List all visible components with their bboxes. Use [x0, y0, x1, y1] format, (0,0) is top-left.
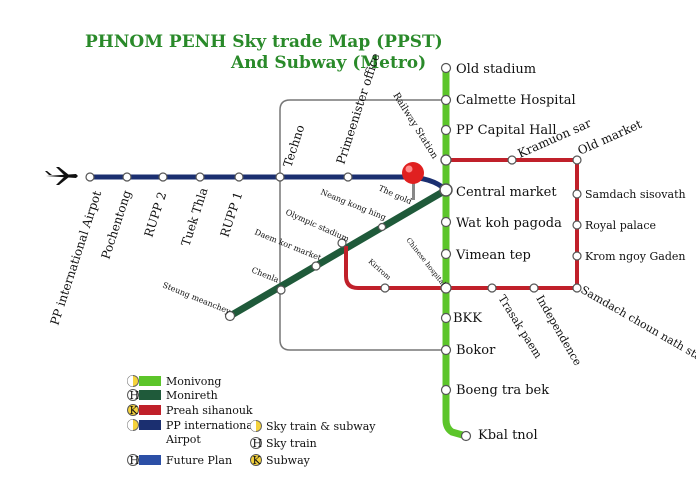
station-label: RUPP 2 [142, 190, 170, 239]
airplane-icon [45, 167, 78, 185]
station-label: PP Capital Hall [456, 123, 556, 138]
location-pin-icon [402, 162, 424, 200]
station-label: Central market [456, 185, 557, 200]
station-rupp-2[interactable]: RUPP 2 [142, 172, 170, 239]
station-label: Daem kor market [253, 228, 323, 263]
legend-marker-sky-train: H Sky train [250, 437, 317, 450]
station-label: RUPP 1 [218, 190, 246, 239]
legend-marker-letter: H [253, 437, 263, 450]
station-wat-koh-pagoda[interactable]: Wat koh pagoda [440, 216, 563, 231]
monivong-line [442, 64, 470, 440]
station-the-gold[interactable]: The gold [377, 184, 413, 207]
station-label: Calmette Hospital [456, 93, 576, 108]
legend-marker-letter: H [130, 389, 140, 402]
station-label: Chenla [250, 266, 280, 285]
station-label: Kirirom [367, 258, 393, 282]
station-bokor[interactable]: Bokor [440, 343, 497, 358]
station-pochentong[interactable]: Pochentong [99, 172, 135, 261]
station-kbal-tnol[interactable]: Kbal tnol [460, 428, 538, 443]
station-label: Bokor [456, 343, 496, 358]
legend-label-line-1: PP international [166, 419, 257, 432]
station-label: Steung meanchey [161, 281, 232, 317]
preah-sihanouk-line [344, 158, 579, 290]
station-boeng-tra-bek[interactable]: Boeng tra bek [440, 383, 550, 398]
legend-marker-label: Subway [266, 454, 311, 467]
grey-loop-route [279, 99, 446, 351]
station-pp-capital-hall[interactable]: PP Capital Hall [440, 123, 557, 138]
legend-item-monivong: Monivong [127, 375, 221, 388]
station-label: Boeng tra bek [456, 383, 549, 398]
station-bkk[interactable]: BKK [440, 311, 483, 326]
station-pp-international-airpot[interactable]: PP international Airpot [48, 172, 105, 327]
legend-label: Monivong [166, 375, 221, 388]
legend-label-line-2: Airpot [165, 433, 201, 446]
station-label: Independence [533, 293, 584, 368]
station-central-market[interactable]: Central market [439, 183, 557, 200]
station-label: BKK [453, 311, 482, 326]
station-samdach-sisovath[interactable]: Samdach sisovath [572, 188, 686, 201]
legend-label: Monireth [166, 389, 218, 402]
monireth-line [226, 186, 450, 320]
legend-item-preah-sihanouk: K Preah sihanouk [127, 404, 253, 417]
station-label: Krom ngoy Gaden [585, 250, 685, 263]
legend-marker-label: Sky train [266, 437, 317, 450]
station-label: Samdach choun nath state [579, 283, 696, 369]
station-label: Neang kong hing [319, 188, 387, 222]
station-label: Pochentong [99, 188, 135, 261]
station-daem-kor-market[interactable]: Daem kor market [253, 228, 323, 271]
map-title-line-1: PHNOM PENH Sky trade Map (PPST) [85, 32, 443, 52]
legend-label: PP international Airpot [165, 419, 260, 446]
station-neang-kong-hing[interactable]: Neang kong hing [319, 188, 387, 232]
station-old-stadium[interactable]: Old stadium [440, 62, 537, 77]
station-label: Wat koh pagoda [456, 216, 562, 231]
legend-label: Preah sihanouk [166, 404, 253, 417]
legend-item-future-plan: H Future Plan [127, 454, 232, 467]
station-trasak-paem[interactable]: Trasak paem [487, 283, 545, 361]
legend-item-monireth: H Monireth [127, 389, 218, 402]
legend-marker-label: Sky train & subway [266, 420, 376, 433]
station-label: Old stadium [456, 62, 536, 77]
station-tuek-thla[interactable]: Tuek Thla [179, 172, 211, 248]
station-krom-ngoy-gaden[interactable]: Krom ngoy Gaden [572, 250, 685, 263]
station-label: Techno [281, 123, 308, 169]
map-title-line-2: And Subway (Metro) [230, 53, 426, 73]
station-label: Tuek Thla [179, 186, 211, 248]
station-label: Samdach sisovath [585, 188, 686, 201]
legend-marker-letter: H [130, 454, 140, 467]
station-label: Olympic stadium [284, 208, 351, 244]
station-olympic-stadium[interactable]: Olympic stadium [284, 208, 351, 248]
station-label: The gold [377, 184, 413, 207]
station-vimean-tep[interactable]: Vimean tep [440, 248, 531, 263]
station-steung-meanchey[interactable]: Steung meanchey [161, 281, 236, 322]
station-rupp-1[interactable]: RUPP 1 [218, 172, 246, 239]
station-label: PP international Airpot [48, 189, 105, 327]
station-calmette-hospital[interactable]: Calmette Hospital [440, 93, 576, 108]
station-samdach-choun-nath-state[interactable]: Samdach choun nath state [572, 283, 696, 369]
station-label: Vimean tep [455, 248, 531, 263]
station-label: Chinese hospital [404, 236, 447, 288]
legend-marker-letter: K [130, 404, 139, 417]
legend-marker-subway: K Subway [250, 454, 311, 467]
station-label: Railway Station [390, 91, 440, 161]
legend-marker-sky-train-and-subway: Sky train & subway [250, 420, 376, 433]
legend-item-airport: PP international Airpot [127, 419, 260, 446]
station-label: Kbal tnol [478, 428, 538, 443]
legend-label: Future Plan [166, 454, 232, 467]
station-label: Royal palace [585, 219, 656, 232]
legend-marker-letter: K [253, 454, 262, 467]
station-royal-palace[interactable]: Royal palace [572, 219, 656, 232]
legend: Monivong H Monireth K Preah sihanouk PP … [127, 375, 376, 467]
